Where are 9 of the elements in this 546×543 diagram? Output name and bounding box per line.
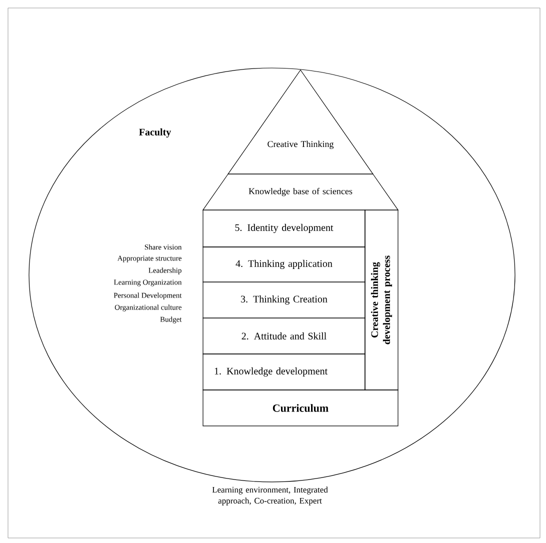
base-box: Curriculum: [202, 390, 398, 426]
level-box: 1. Knowledge development: [202, 354, 366, 390]
process-column: Creative thinking development process: [364, 210, 398, 390]
level-box: 3. Thinking Creation: [202, 282, 366, 318]
caption: Learning environment, Integrated approach, Co-creation, Expert: [212, 486, 328, 506]
level-box: 5. Identity development: [202, 210, 366, 248]
heading: Faculty: [139, 128, 172, 138]
level-box: 4. Thinking application: [202, 246, 366, 282]
level-box: 2. Attitude and Skill: [202, 318, 366, 354]
